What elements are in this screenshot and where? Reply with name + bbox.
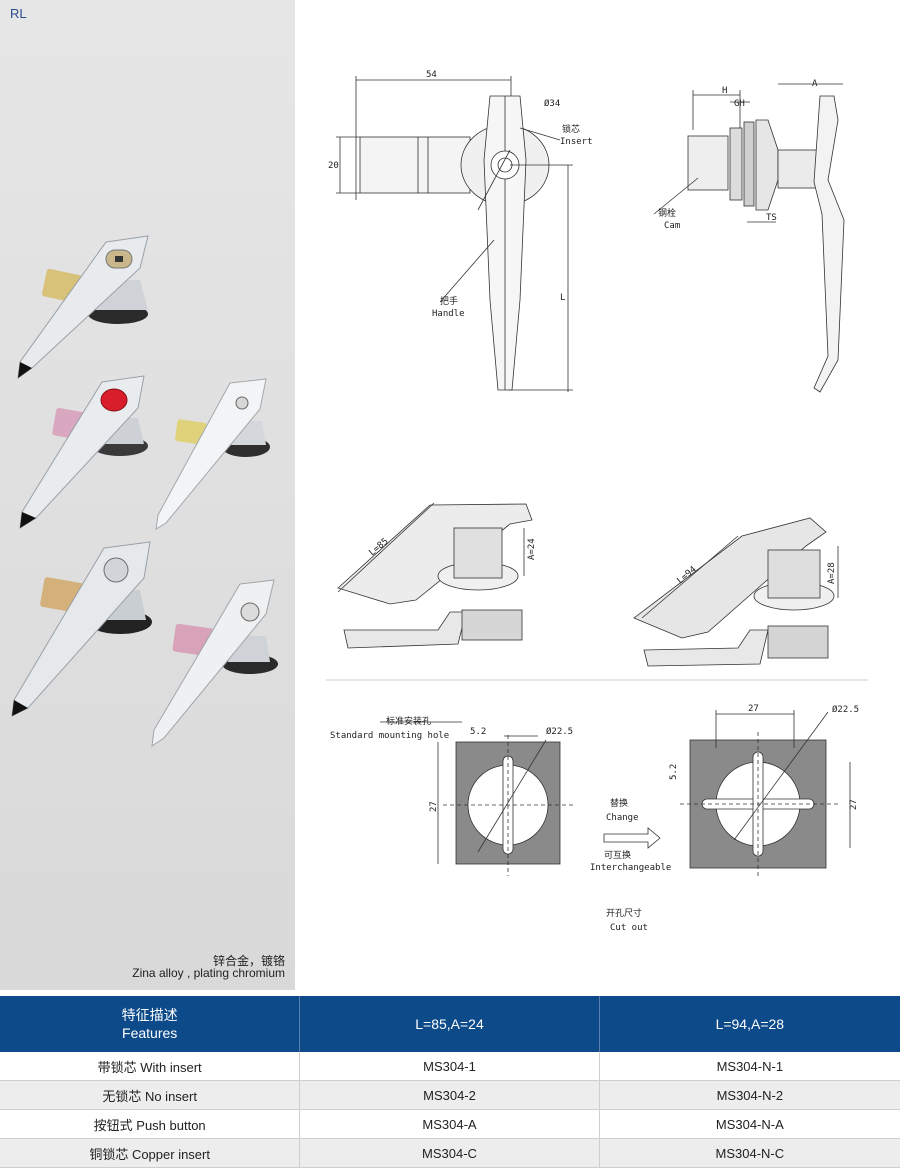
- side-view-drawing: [653, 83, 845, 393]
- iso1-A: A=24: [527, 538, 537, 560]
- dim-27-top-right: 27: [748, 704, 759, 714]
- dim-L: L: [560, 293, 565, 303]
- row-model-2: MS304-N-1: [716, 1058, 784, 1074]
- std-hole-cn: 标准安装孔: [386, 715, 431, 727]
- row-model-2: MS304-N-C: [715, 1145, 785, 1161]
- table-row: 无锁芯 No insert MS304-2 MS304-N-2: [0, 1081, 900, 1110]
- model-table: 特征描述 Features L=85,A=24 L=94,A=28 带锁芯 Wi…: [0, 996, 900, 1168]
- row-feature: 无锁芯 No insert: [0, 1081, 301, 1109]
- cam-label-cn: 钢栓: [658, 207, 676, 219]
- dim-54: 54: [426, 70, 437, 80]
- dim-phi22-5-left: Ø22.5: [546, 726, 573, 737]
- dim-20: 20: [328, 161, 339, 171]
- row-model-1: MS304-A: [300, 1110, 600, 1138]
- iso-view-right: [633, 517, 839, 667]
- dim-phi34: Ø34: [544, 98, 560, 109]
- row-feature: 按钮式 Push button: [0, 1110, 301, 1138]
- interchange-cn: 可互换: [604, 849, 631, 861]
- header-features: 特征描述 Features: [0, 996, 301, 1052]
- dim-27-left: 27: [429, 801, 439, 812]
- insert-label-en: Insert: [560, 137, 593, 147]
- row-model-2: MS304-N-2: [716, 1087, 784, 1103]
- table-row: 带锁芯 With insert MS304-1 MS304-N-1: [0, 1052, 900, 1081]
- iso2-A: A=28: [827, 562, 837, 584]
- change-cn: 替换: [610, 797, 628, 809]
- cutout-cn: 开孔尺寸: [606, 907, 642, 919]
- product-no-insert: [155, 378, 270, 530]
- table-row: 按钮式 Push button MS304-A MS304-N-A: [0, 1110, 900, 1139]
- handle-label-cn: 把手: [440, 295, 458, 307]
- row-feature: 铜锁芯 Copper insert: [0, 1139, 301, 1167]
- insert-label-cn: 锁芯: [562, 123, 580, 135]
- table-header: 特征描述 Features L=85,A=24 L=94,A=28: [0, 996, 900, 1052]
- std-hole-en: Standard mounting hole: [330, 731, 449, 741]
- change-en: Change: [606, 813, 639, 823]
- product-copper-insert: [11, 541, 152, 717]
- header-col-94: L=94,A=28: [715, 1016, 785, 1032]
- header-col-85: L=85,A=24: [300, 996, 600, 1052]
- product-photo-panel: RL: [0, 0, 295, 990]
- dim-H: H: [722, 86, 727, 96]
- dim-5-2-left: 5.2: [470, 727, 486, 737]
- cutout-en: Cut out: [610, 923, 648, 933]
- front-view-drawing: [336, 76, 573, 392]
- technical-drawings: 54 Ø34 锁芯 Insert 20 L 把手 Handle H GH A T…: [326, 70, 868, 933]
- material-en: Zina alloy , plating chromium: [132, 966, 285, 980]
- row-model-1: MS304-C: [300, 1139, 600, 1167]
- row-feature: 带锁芯 With insert: [0, 1052, 301, 1080]
- interchange-en: Interchangeable: [590, 863, 671, 873]
- header-features-cn: 特征描述: [121, 1007, 178, 1023]
- standard-hole-drawing: [380, 721, 573, 876]
- product-key-handle: [151, 579, 278, 748]
- dim-5-2-right: 5.2: [669, 764, 679, 780]
- product-push-button: [19, 375, 148, 529]
- section-code: RL: [10, 6, 27, 21]
- dim-TS: TS: [766, 213, 777, 223]
- row-model-2: MS304-N-A: [715, 1116, 784, 1132]
- cam-label-en: Cam: [664, 221, 680, 231]
- handle-label-en: Handle: [432, 309, 465, 319]
- header-features-en: Features: [122, 1025, 178, 1041]
- iso-view-left: [337, 502, 533, 649]
- product-with-insert: [17, 235, 149, 380]
- table-row: 铜锁芯 Copper insert MS304-C MS304-N-C: [0, 1139, 900, 1168]
- material-cn: 锌合金，镀铬: [212, 954, 285, 968]
- row-model-1: MS304-1: [300, 1052, 600, 1080]
- dim-phi22-5-right: Ø22.5: [832, 704, 859, 715]
- dim-A: A: [812, 79, 818, 89]
- dim-GH: GH: [734, 99, 745, 109]
- dim-27-right: 27: [849, 799, 859, 810]
- row-model-1: MS304-2: [300, 1081, 600, 1109]
- interchangeable-hole-drawing: [680, 710, 851, 876]
